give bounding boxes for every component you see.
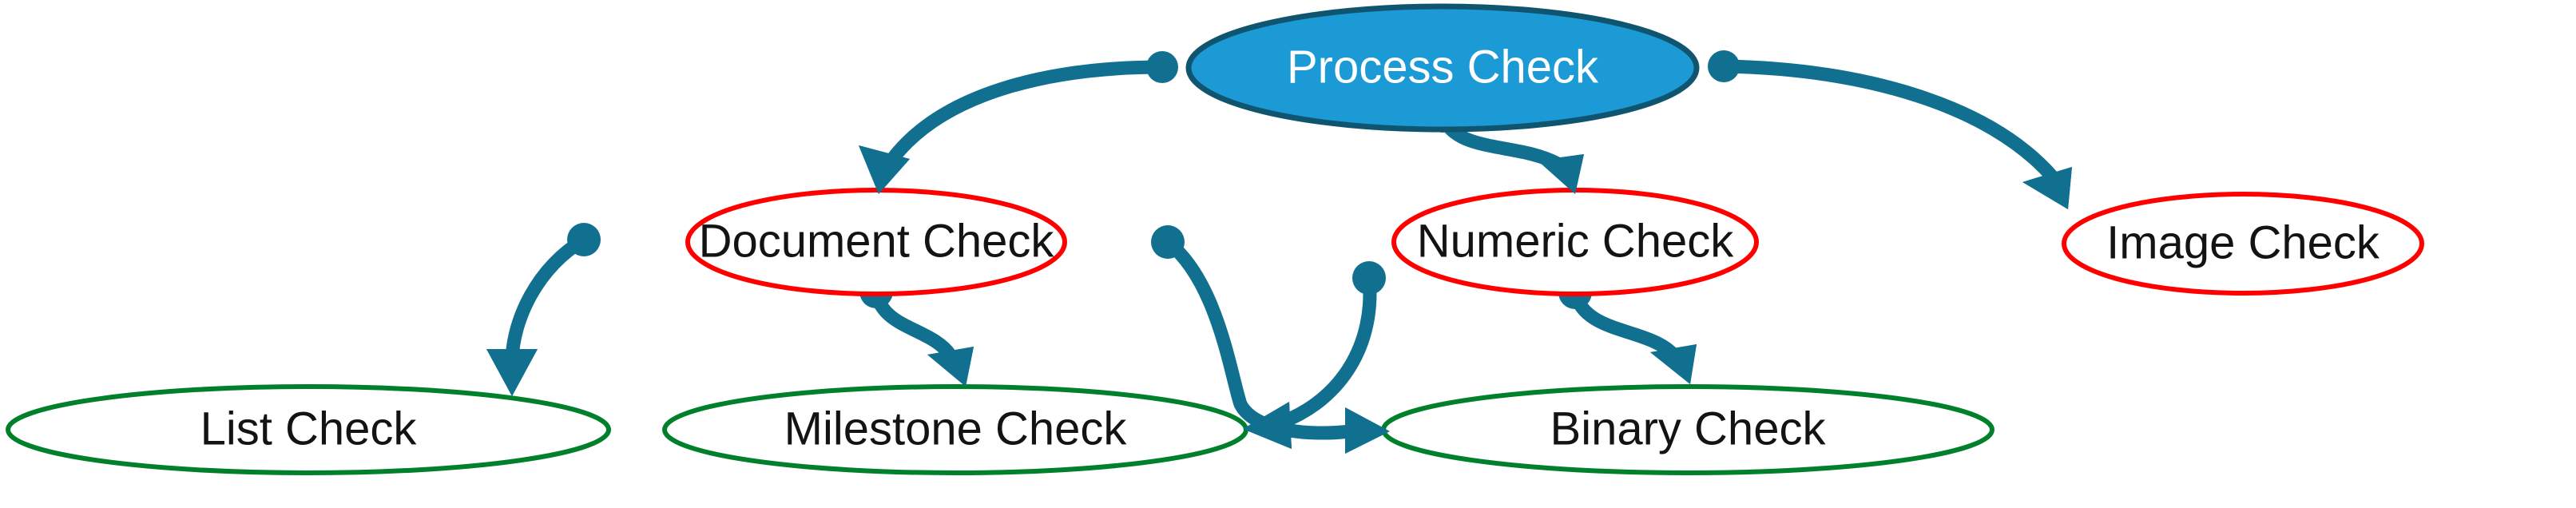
node-image-check-ellipse [2062,192,2424,296]
edge-overlay-layer [486,145,2072,454]
connector-dot-numeric-left [1352,261,1386,295]
edge-process-to-image-arrowhead-overlay [2022,167,2072,209]
node-image-check[interactable]: Image Check [2062,192,2424,296]
node-milestone-check-label: Milestone Check [784,403,1128,454]
edge-process-to-image[interactable] [1723,59,2072,209]
edge-numeric-to-milestone-path [1278,277,1377,429]
node-numeric-check-label: Numeric Check [1417,215,1734,267]
node-document-check-ellipse [685,188,1067,296]
node-numeric-check[interactable]: Numeric Check [1391,188,1759,296]
edge-document-to-list-path [505,233,588,362]
node-process-check[interactable]: Process Check [1185,3,1700,133]
edge-numeric-to-binary-path [1568,290,1678,359]
node-binary-check[interactable]: Binary Check [1381,384,1995,475]
node-binary-check-label: Binary Check [1550,403,1827,454]
edge-process-to-document-path [883,60,1163,168]
connector-dot-process-left [1146,51,1178,83]
node-list-check-label: List Check [200,403,418,454]
edge-numeric-to-milestone-arrowhead-overlay [1243,402,1292,449]
edge-process-to-document[interactable] [859,60,1163,194]
node-image-check-label: Image Check [2106,216,2380,268]
node-list-check-ellipse [6,384,611,475]
node-process-check-ellipse [1185,3,1700,133]
node-process-check-label: Process Check [1287,41,1599,93]
node-list-check[interactable]: List Check [6,384,611,475]
edge-document-to-milestone-arrowhead-overlay [927,347,974,387]
node-document-check-label: Document Check [699,215,1055,267]
edge-process-to-image-path [1723,59,2058,182]
connector-dot-document-left [567,223,601,256]
edge-document-to-binary-path [1163,236,1352,440]
edge-process-to-document-arrowhead-overlay [859,145,910,194]
node-document-check[interactable]: Document Check [685,188,1067,296]
node-milestone-check[interactable]: Milestone Check [662,384,1248,475]
connector-dot-document-right [1151,225,1185,259]
edge-process-to-numeric-arrowhead-overlay [1538,154,1584,194]
edge-document-to-binary-arrowhead-overlay [1345,407,1390,454]
connector-dot-process-right [1708,50,1740,82]
edge-document-to-list-arrowhead-overlay [486,349,538,396]
edge-numeric-to-binary-arrowhead-overlay [1650,344,1697,384]
node-layer: Process Check Document Check Numeric Che… [6,3,2424,475]
